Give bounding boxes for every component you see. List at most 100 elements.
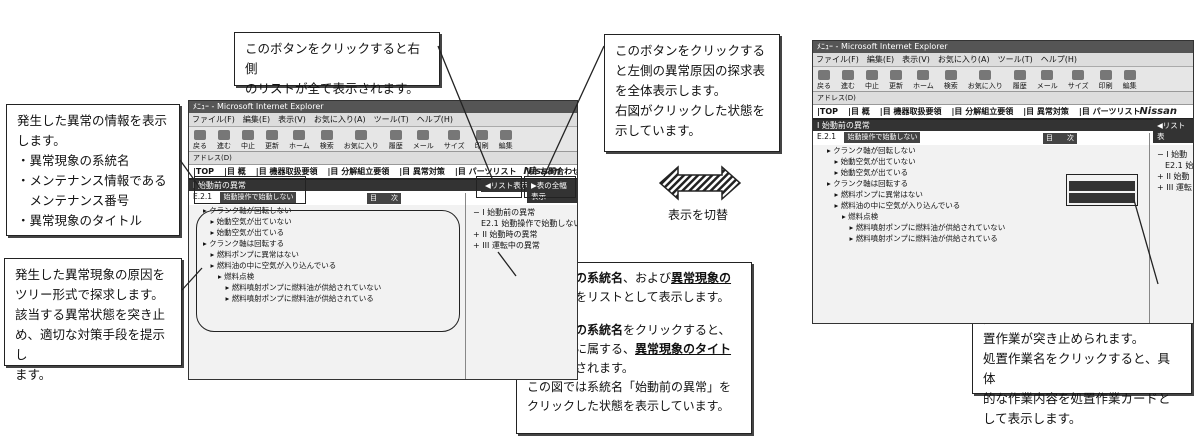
tree-node[interactable]: ▸ 燃料噴射ポンプに燃料油が供給されている [203, 294, 374, 303]
toolbar-button[interactable]: サイズ [444, 130, 465, 151]
system-list-item[interactable]: − I 始動前の異常 [473, 208, 536, 217]
menu-item[interactable]: 編集(E) [242, 115, 271, 124]
menu-item[interactable]: ツール(T) [997, 55, 1033, 64]
toolbar-button[interactable]: お気に入り [344, 130, 379, 151]
toolbar-button[interactable]: 検索 [320, 130, 334, 151]
toolbar-label: メール [412, 142, 434, 150]
tree-node[interactable]: ▸ 始動空気が出ていない [827, 157, 916, 166]
issue-info-line: します。 [17, 133, 66, 148]
nav-link[interactable]: |目 概 [848, 107, 870, 116]
system-list-item[interactable]: E2.1 始 [1157, 161, 1194, 170]
cause-tree-note-line: 該当する異常状態を突き止 [15, 307, 166, 322]
tree-node[interactable]: ▸ 始動空気が出ていない [203, 217, 292, 226]
nav-link[interactable]: |目 パーツリスト [454, 167, 517, 176]
menu-item[interactable]: ツール(T) [373, 115, 409, 124]
tree-node[interactable]: ▸ 燃料噴射ポンプに燃料油が供給されている [827, 234, 998, 243]
tree-node[interactable]: ▸ 燃料噴射ポンプに燃料油が供給されていない [827, 223, 1006, 232]
toolbar-label: 印刷 [474, 142, 489, 150]
toolbar-button[interactable]: メール [1037, 70, 1058, 91]
system-list-item[interactable]: + II 始動 [1157, 172, 1190, 181]
nav-link[interactable]: |目 異常対策 [399, 167, 445, 176]
callout-system-list-p3: この図では系統名「始動前の異常」をクリックした状態を表示しています。 [527, 380, 732, 413]
system-list-item[interactable]: + III 運転 [1157, 183, 1192, 192]
toolbar-icon [389, 130, 402, 140]
tree-node[interactable]: ▸ クランク軸が回転しない [827, 146, 916, 155]
toolbar-button[interactable]: 検索 [944, 70, 958, 91]
nav-link[interactable]: |目 分解組立要領 [951, 107, 1014, 116]
toolbar-button[interactable]: お気に入り [968, 70, 1003, 91]
tree-node[interactable]: ▸ クランク軸は回転する [827, 179, 909, 188]
menu-item[interactable]: 表示(V) [902, 55, 930, 64]
menu-item[interactable]: お気に入り(A) [937, 55, 990, 64]
toolbar-button[interactable]: サイズ [1068, 70, 1089, 91]
toolbar-label: 編集 [1122, 82, 1137, 90]
toolbar-button[interactable]: 中止 [865, 70, 879, 91]
menu-item[interactable]: お気に入り(A) [313, 115, 366, 124]
nav-link[interactable]: |目 異常対策 [1023, 107, 1069, 116]
callout-issue-info: 発生した異常の情報を表示します。・異常現象の系統名・メンテナンス情報である メン… [6, 104, 180, 236]
tree-node[interactable]: ▸ 燃料ポンプに異常はない [827, 190, 923, 199]
tree-node[interactable]: ▸ 燃料点検 [203, 272, 255, 281]
toolbar-button[interactable]: 印刷 [1099, 70, 1113, 91]
system-list-item[interactable]: − I 始動 [1157, 150, 1188, 159]
callout-list-button: このボタンをクリックすると右側のリストが全て表示されます。 [234, 32, 440, 96]
address-bar[interactable]: アドレス(D) [189, 152, 577, 165]
system-list-item[interactable]: + II 始動時の異常 [473, 230, 538, 239]
menu-item[interactable]: ヘルプ(H) [416, 115, 453, 124]
nav-link[interactable]: |TOP [817, 107, 839, 116]
menu-item[interactable]: ファイル(F) [192, 115, 235, 124]
toolbar-button[interactable]: 更新 [265, 130, 279, 151]
toolbar-button[interactable]: 中止 [241, 130, 255, 151]
tree-node[interactable]: ▸ 燃料点検 [827, 212, 879, 221]
tree-node[interactable]: ▸ クランク軸は回転する [203, 239, 285, 248]
action-item-2[interactable] [1069, 193, 1135, 203]
toolbar-button[interactable]: 編集 [499, 130, 513, 151]
list-button[interactable]: ◀リスト表示 [481, 179, 533, 192]
system-list-item[interactable]: E2.1 始動操作で始動しない [473, 219, 578, 228]
nav-link[interactable]: |目 機器取扱要領 [879, 107, 942, 116]
nav-link[interactable]: |目 機器取扱要領 [255, 167, 318, 176]
list-button[interactable]: ◀リスト表 [1153, 119, 1193, 143]
menu-item[interactable]: 表示(V) [278, 115, 306, 124]
toolbar-button[interactable]: 進む [841, 70, 855, 91]
tree-node[interactable]: ▸ 始動空気が出ている [203, 228, 285, 237]
system-list: − I 始動 E2.1 始 + II 始動 + III 運転 [1157, 149, 1193, 193]
tree-node[interactable]: ▸ 始動空気が出ている [827, 168, 909, 177]
nav-link[interactable]: |目 パーツリスト [1078, 107, 1141, 116]
tree-node[interactable]: ▸ 燃料噴射ポンプに燃料油が供給されていない [203, 283, 382, 292]
toolbar-button[interactable]: 更新 [889, 70, 903, 91]
toolbar-button[interactable]: 戻る [193, 130, 207, 151]
toolbar-button[interactable]: 履歴 [1013, 70, 1027, 91]
header-no: E.2.1 [817, 132, 837, 141]
menu-item[interactable]: ファイル(F) [816, 55, 859, 64]
menu-item[interactable]: ヘルプ(H) [1040, 55, 1077, 64]
toolbar-button[interactable]: ホーム [913, 70, 934, 91]
nav-link[interactable]: |目 分解組立要領 [327, 167, 390, 176]
tree-node[interactable]: ▸ 燃料油の中に空気が入り込んでいる [203, 261, 337, 270]
toolbar-button[interactable]: メール [413, 130, 434, 151]
nav-link[interactable]: |TOP [193, 167, 215, 176]
toolbar-label: 編集 [498, 142, 513, 150]
system-list-item[interactable]: + III 運転中の異常 [473, 241, 540, 250]
tree-node[interactable]: ▸ 燃料油の中に空気が入り込んでいる [827, 201, 961, 210]
nav-link[interactable]: |目 概 [224, 167, 246, 176]
toolbar-button[interactable]: ホーム [289, 130, 310, 151]
toolbar-label: メール [1036, 82, 1058, 90]
toolbar-label: ホーム [913, 82, 934, 90]
toolbar-icon [266, 130, 278, 140]
toolbar-icon [1041, 70, 1054, 80]
toolbar-button[interactable]: 戻る [817, 70, 831, 91]
toolbar-label: 進む [217, 142, 231, 150]
toolbar-button[interactable]: 履歴 [389, 130, 403, 151]
address-bar[interactable]: アドレス(D) [813, 92, 1193, 105]
toolbar-button[interactable]: 印刷 [475, 130, 489, 151]
tree-node[interactable]: ▸ 燃料ポンプに異常はない [203, 250, 299, 259]
action-item-1[interactable] [1069, 181, 1135, 191]
window-title: ﾒﾆｭｰ - Microsoft Internet Explorer [189, 101, 577, 113]
menu-item[interactable]: 編集(E) [866, 55, 895, 64]
toolbar-icon [917, 70, 930, 80]
fullwidth-button[interactable]: ▶表の全幅表示 [527, 179, 577, 203]
toolbar-button[interactable]: 進む [217, 130, 231, 151]
toolbar-button[interactable]: 編集 [1123, 70, 1137, 91]
callout-cause-tree-text: 発生した異常現象の原因をツリー形式で探求します。該当する異常状態を突き止め、適切… [15, 265, 171, 385]
